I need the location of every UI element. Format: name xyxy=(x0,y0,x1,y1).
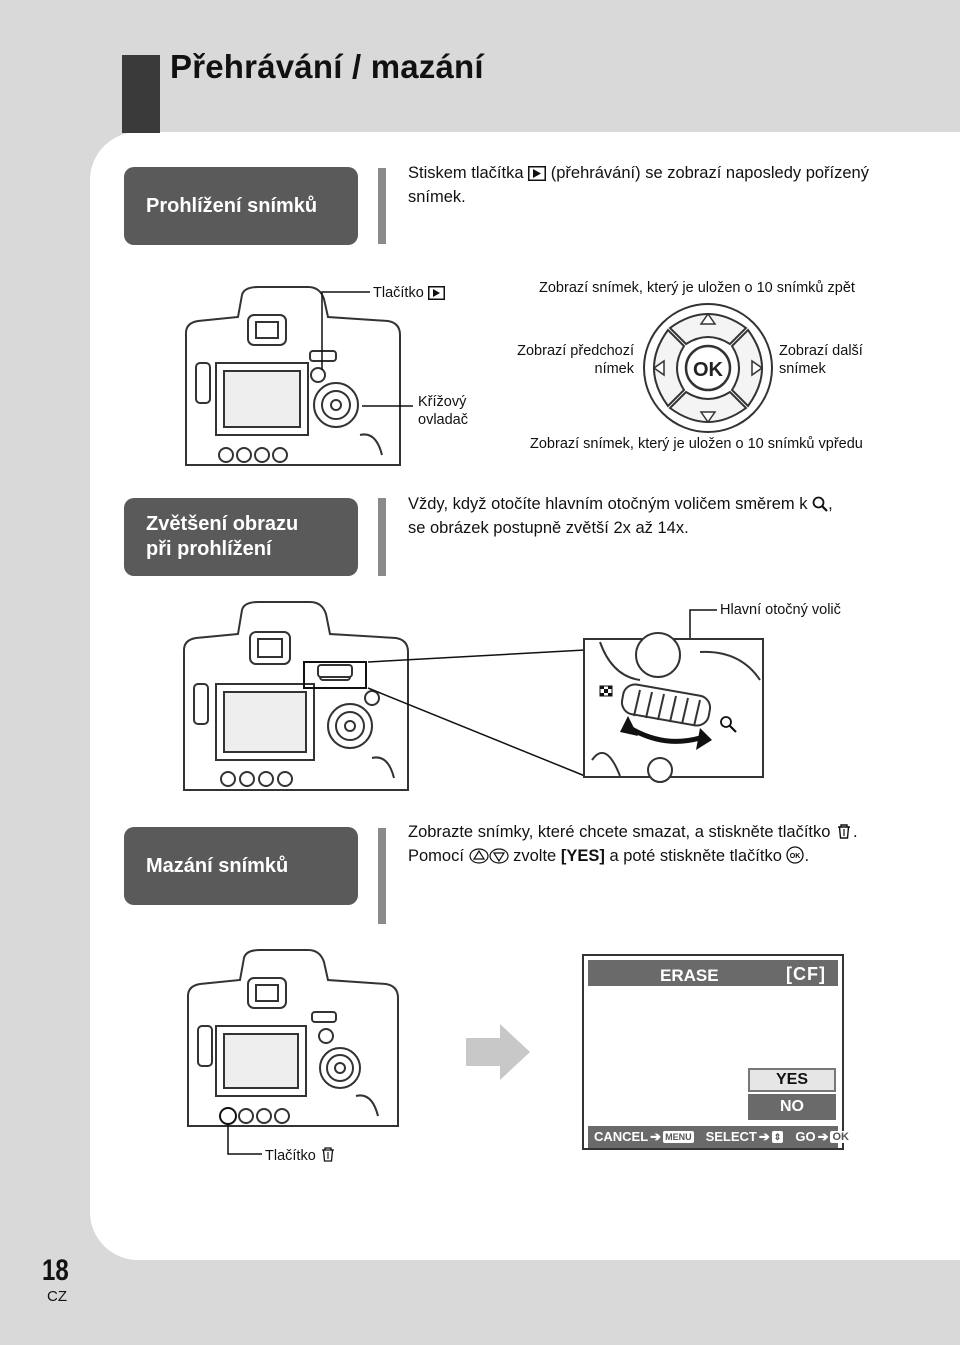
section-erase-text: Zobrazte snímky, které chcete smazat, a … xyxy=(408,822,948,870)
erase-no-option[interactable]: NO xyxy=(748,1094,836,1120)
footer-select: SELECT xyxy=(705,1129,757,1144)
page-number: 18 xyxy=(42,1254,69,1287)
view-text-before: Stiskem tlačítka xyxy=(408,164,524,182)
dpad-callout-line2: ovladač xyxy=(418,412,468,428)
camera-back-illustration-1 xyxy=(185,286,401,466)
svg-text:OK: OK xyxy=(790,853,801,860)
play-button-callout: Tlačítko xyxy=(373,284,445,305)
view-text-after: (přehrávání) se zobrazí naposledy poříze… xyxy=(550,164,869,182)
erase-text-using: Pomocí xyxy=(408,847,464,865)
page-title: Přehrávání / mazání xyxy=(170,48,484,85)
dpad-down-description: Zobrazí snímek, který je uložen o 10 sní… xyxy=(530,436,863,452)
up-down-arrows-icon xyxy=(468,848,509,870)
magnify-icon xyxy=(812,496,828,518)
dpad-up-description: Zobrazí snímek, který je uložen o 10 sní… xyxy=(539,280,855,296)
dpad-diagram: OK xyxy=(643,303,773,433)
camera-back-illustration-2 xyxy=(183,601,409,791)
arrow-icon: ➔ xyxy=(758,1129,770,1144)
section-heading-erase-label: Mazání snímků xyxy=(146,854,289,877)
section-divider xyxy=(378,168,386,244)
footer-cancel: CANCEL xyxy=(594,1129,649,1144)
footer-go: GO xyxy=(795,1129,816,1144)
card-indicator: [CF] xyxy=(786,964,826,984)
dpad-right-description: Zobrazí další snímek xyxy=(779,342,863,378)
zoom-text-after: , xyxy=(828,495,833,513)
erase-menu-screen: ERASE [CF] YES NO CANCEL➔MENU SELECT➔⇕ G… xyxy=(582,954,851,1150)
erase-text-end: . xyxy=(804,847,810,865)
section-divider xyxy=(378,498,386,576)
erase-text-select: zvolte xyxy=(513,847,557,865)
trash-button-callout-label: Tlačítko xyxy=(265,1148,316,1164)
trash-button-callout: Tlačítko xyxy=(265,1146,336,1168)
section-heading-zoom-line2: při prohlížení xyxy=(146,538,272,560)
zoom-text-line2: se obrázek postupně zvětší 2x až 14x. xyxy=(408,519,689,537)
section-divider xyxy=(378,828,386,924)
section-zoom-text: Vždy, když otočíte hlavním otočným volič… xyxy=(408,494,928,539)
play-icon xyxy=(528,166,547,187)
erase-text-after: . xyxy=(853,823,858,841)
up-down-key-icon: ⇕ xyxy=(771,1131,784,1143)
magnify-icon xyxy=(720,716,737,733)
camera-back-illustration-3 xyxy=(187,949,399,1127)
dpad-left-line1: Zobrazí předchozí xyxy=(517,343,634,359)
arrow-icon: ➔ xyxy=(817,1129,829,1144)
trash-icon xyxy=(320,1146,336,1168)
menu-key: MENU xyxy=(663,1131,694,1143)
dpad-right-line2: snímek xyxy=(779,361,826,377)
erase-menu-header: ERASE [CF] xyxy=(588,960,838,986)
play-button-callout-label: Tlačítko xyxy=(373,285,424,301)
play-icon xyxy=(427,286,445,305)
section-view-text: Stiskem tlačítka (přehrávání) se zobrazí… xyxy=(408,163,928,208)
view-text-line2: snímek. xyxy=(408,188,466,206)
erase-text-yes: [YES] xyxy=(560,847,605,865)
ok-label: OK xyxy=(693,359,724,381)
dpad-left-line2: nímek xyxy=(594,361,635,377)
dpad-callout-line1: Křížový xyxy=(418,394,467,410)
arrow-icon: ➔ xyxy=(650,1129,662,1144)
erase-yes-option[interactable]: YES xyxy=(748,1068,836,1092)
dpad-right-line1: Zobrazí další xyxy=(779,343,863,359)
section-heading-view: Prohlížení snímků xyxy=(124,167,358,245)
section-heading-view-label: Prohlížení snímků xyxy=(146,194,318,217)
checker-icon xyxy=(599,685,613,697)
title-accent-bar xyxy=(122,55,160,133)
erase-menu-footer: CANCEL➔MENU SELECT➔⇕ GO➔OK xyxy=(588,1126,851,1148)
section-heading-zoom: Zvětšení obrazu při prohlížení xyxy=(124,498,358,576)
main-dial-callout: Hlavní otočný volič xyxy=(720,602,841,618)
ok-key: OK xyxy=(830,1131,851,1143)
arrow-right-icon xyxy=(466,1024,530,1080)
dpad-callout: Křížový ovladač xyxy=(418,393,468,429)
section-heading-zoom-line1: Zvětšení obrazu xyxy=(146,513,299,535)
erase-text-then: a poté stiskněte tlačítko xyxy=(609,847,782,865)
language-code: CZ xyxy=(47,1288,67,1305)
section-heading-erase: Mazání snímků xyxy=(124,827,358,905)
erase-text-before: Zobrazte snímky, které chcete smazat, a … xyxy=(408,823,831,841)
erase-menu-title: ERASE xyxy=(660,966,719,985)
dpad-left-description: Zobrazí předchozí nímek xyxy=(490,342,634,378)
ok-button-icon: OK xyxy=(786,846,805,870)
trash-icon xyxy=(835,822,853,846)
zoom-text-before: Vždy, když otočíte hlavním otočným volič… xyxy=(408,495,808,513)
